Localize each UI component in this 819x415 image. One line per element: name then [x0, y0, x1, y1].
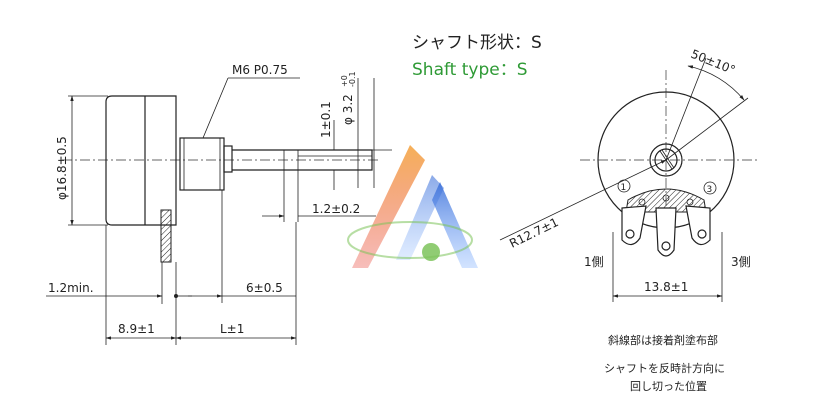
term1-side-label: 1側 [584, 255, 604, 269]
shaft-dia-label: φ 3.2 [341, 94, 355, 125]
pitch-label: 13.8±1 [644, 280, 688, 294]
terminal-1 [621, 205, 647, 246]
body-len-label: 8.9±1 [118, 322, 155, 336]
pot-body [105, 95, 177, 226]
side-terminal [160, 209, 172, 263]
title-en: Shaft type：S [412, 60, 528, 80]
note-hatch: 斜線部は接着剤塗布部 [608, 333, 718, 347]
front-view: 1 3 50±10° R12.7±1 1側 3側 13.8±1 [499, 47, 760, 302]
thread-label: M6 P0.75 [232, 63, 288, 77]
shaft-dia-tol-lower: -0.1 [348, 71, 357, 87]
bushing [179, 137, 225, 191]
slot-label: 1.2±0.2 [312, 202, 360, 216]
front-bushing [649, 143, 683, 177]
flat-label: 1±0.1 [319, 101, 333, 138]
watermark-logo [347, 145, 478, 268]
shaft [232, 149, 373, 171]
side-view: M6 P0.75 φ16.8±0.5 1±0.1 φ 3.2 +0 -0.1 1… [46, 63, 392, 345]
shaft-slot [283, 149, 299, 171]
terminal-3 [685, 205, 711, 246]
body-dia-label: φ16.8±0.5 [55, 136, 69, 200]
min-len-label: 1.2min. [48, 281, 94, 295]
terminal-2 [655, 207, 677, 257]
term3-side-label: 3側 [731, 255, 751, 269]
bush-len-label: 6±0.5 [246, 281, 283, 295]
note-rotation-2: 回し切った位置 [630, 379, 707, 393]
angle-label: 50±10° [689, 47, 737, 77]
shaft-len-label: L±1 [220, 322, 244, 336]
title-jp: シャフト形状：S [412, 33, 542, 53]
term1-mark: 1 [621, 183, 627, 193]
front-shaft [654, 148, 678, 172]
shaft-dia-tol-upper: +0 [340, 75, 349, 87]
term3-mark: 3 [707, 185, 713, 195]
note-rotation-1: シャフトを反時計方向に [604, 361, 725, 375]
